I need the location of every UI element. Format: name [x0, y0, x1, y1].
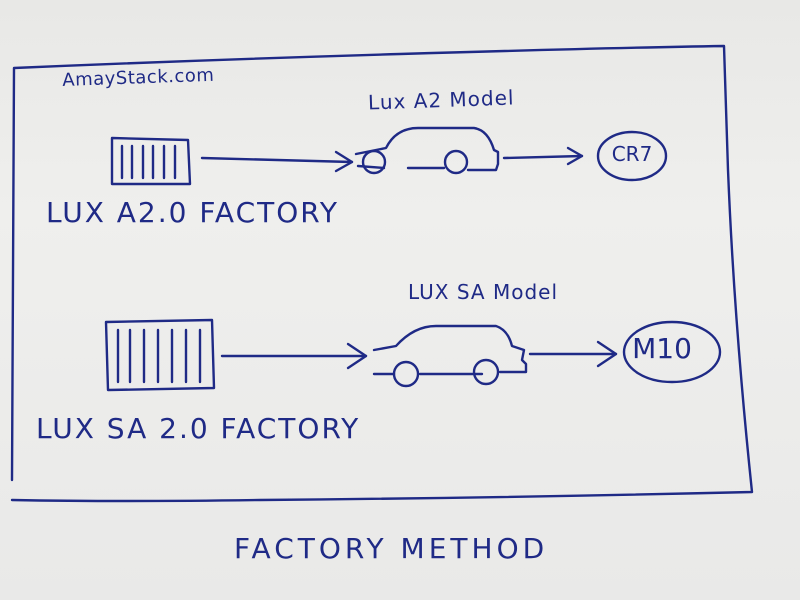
product-label: CR7	[572, 142, 692, 166]
car-icon	[374, 326, 526, 386]
arrow-model-to-product	[504, 148, 582, 164]
model-label: Lux A2 Model	[368, 85, 515, 114]
diagram-title: FACTORY METHOD	[234, 532, 548, 565]
factory-icon	[112, 138, 190, 184]
arrow-factory-to-model	[202, 152, 352, 171]
arrow-factory-to-model	[222, 344, 366, 368]
product-label: M10	[602, 332, 722, 365]
factory-label: LUX SA 2.0 FACTORY	[36, 412, 360, 445]
model-label: LUX SA Model	[408, 280, 558, 304]
car-icon	[356, 128, 498, 173]
factory-label: LUX A2.0 FACTORY	[46, 196, 339, 229]
factory-icon	[106, 320, 214, 390]
